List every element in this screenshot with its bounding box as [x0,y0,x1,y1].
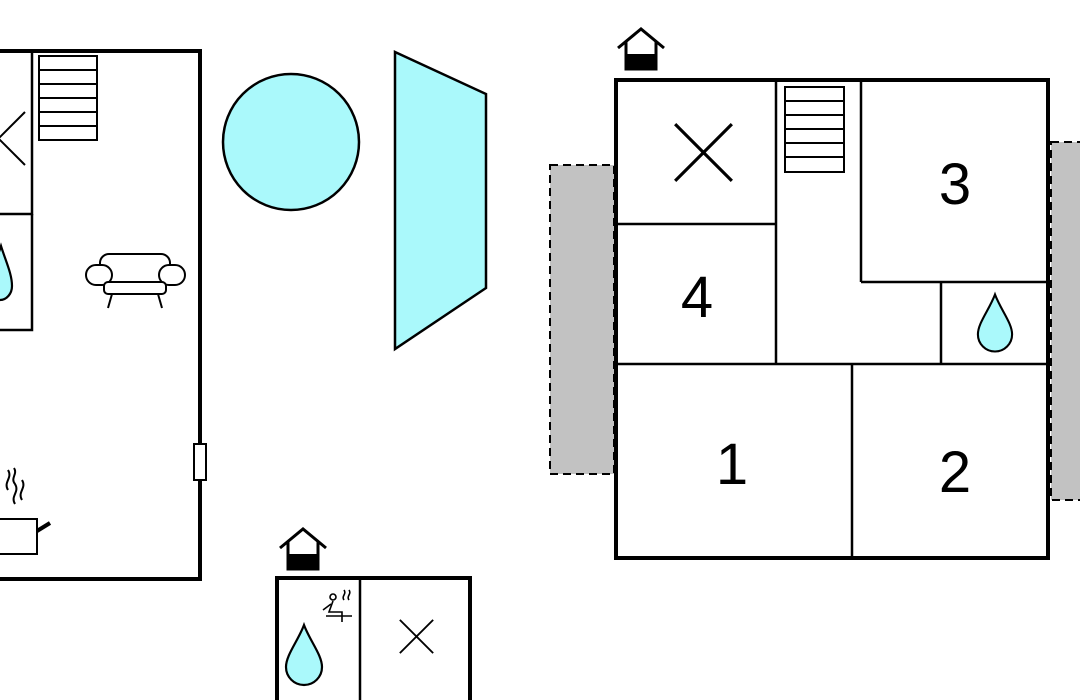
left-house-outer-wall [0,49,202,581]
house-entrance-icon [278,527,328,571]
house-entrance-icon [616,27,666,71]
sofa-icon [85,253,186,309]
terrace-right [1050,141,1080,501]
right-house: 3 4 1 2 [549,27,1080,560]
trapezoid-pool [393,50,488,352]
room-number-3: 3 [939,152,971,217]
stairs-icon [38,55,98,141]
door [193,443,207,481]
stairs-icon [784,86,845,173]
room-number-1: 1 [716,432,748,497]
interior-walls [616,80,1048,558]
sauna-annex [275,527,472,700]
left-bath-wall [0,214,34,332]
cross-icon [0,111,26,166]
left-house [0,49,207,581]
terrace-left [549,164,615,475]
room-number-4: 4 [681,265,713,330]
water-drop-icon [0,242,14,302]
sauna-icon [322,589,352,622]
cooking-pot-icon [0,467,52,555]
round-pool [221,72,361,212]
room-number-2: 2 [939,440,971,505]
